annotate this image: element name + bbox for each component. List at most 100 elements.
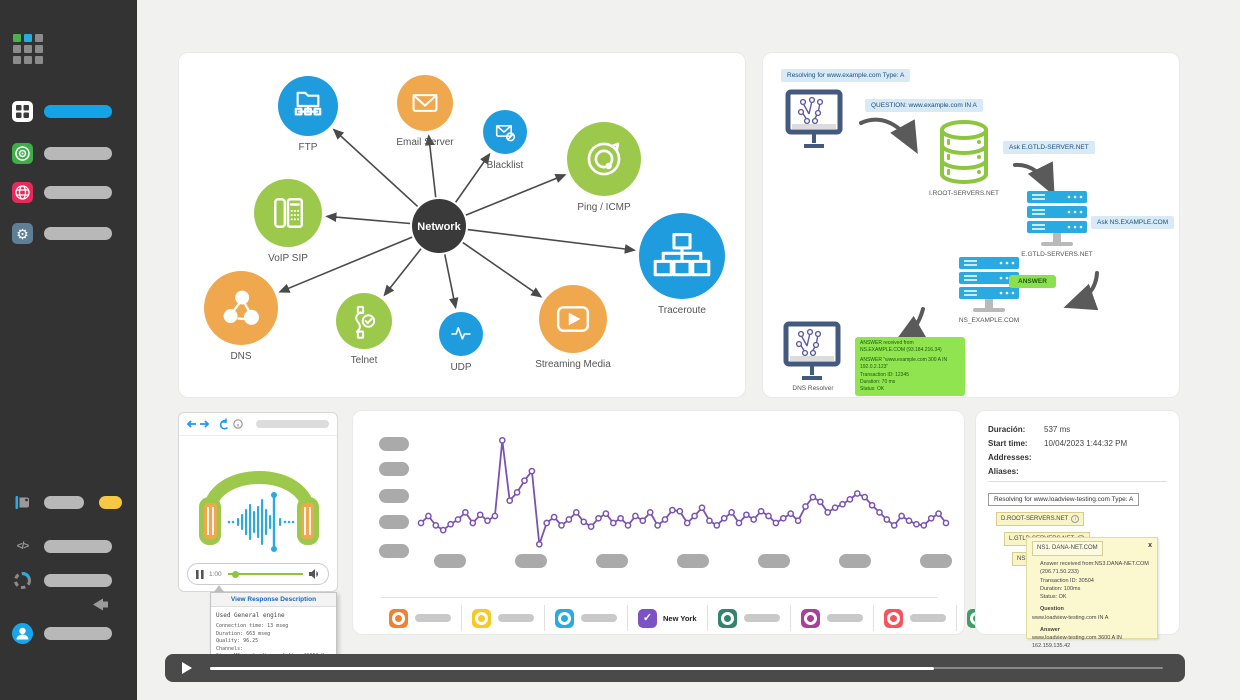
play-icon[interactable] <box>182 662 192 674</box>
sidebar-item[interactable] <box>12 143 112 164</box>
series-dot-icon[interactable] <box>472 608 491 628</box>
cable-icon <box>355 305 376 339</box>
sidebar-item[interactable] <box>12 182 112 203</box>
network-node-streaming-media[interactable]: Streaming Media <box>535 285 611 370</box>
network-node-telnet[interactable]: Telnet <box>336 293 392 366</box>
network-topology-graphic: FTP Email Server Blacklist Ping / ICMPTrace… <box>204 75 725 373</box>
app-logo-icon[interactable] <box>13 34 43 64</box>
progress-handle[interactable] <box>231 570 239 578</box>
timeline-player-bar[interactable] <box>165 654 1185 682</box>
logo-square <box>24 34 32 42</box>
play-video-icon <box>556 306 590 332</box>
close-icon[interactable]: x <box>1148 542 1152 549</box>
tooltip-anchor <box>214 585 224 592</box>
tag-icon[interactable] <box>12 492 33 513</box>
network-node-ping-icmp[interactable]: Ping / ICMP <box>567 122 641 213</box>
sidebar: ⚙ </> <box>0 0 137 700</box>
globe-icon[interactable] <box>12 182 33 203</box>
x-axis-label-placeholder <box>920 554 952 568</box>
resolving-chip: Resolving for www.example.com Type: A <box>781 69 911 82</box>
field-value: 10/04/2023 1:44:32 PM <box>1044 439 1128 448</box>
network-node-traceroute[interactable]: Traceroute <box>639 213 725 316</box>
user-icon[interactable] <box>12 623 33 644</box>
response-time-chart-panel: ✓New York <box>352 410 1029 635</box>
dns-detail-panel: Duración:537 ms Start time:10/04/2023 1:… <box>975 410 1180 649</box>
note-line: Duration: 100ms <box>1040 585 1081 592</box>
network-node-voip-sip[interactable]: VoIP SIP <box>254 179 322 264</box>
chart-legend: ✓New York <box>379 603 1029 633</box>
sidebar-item[interactable] <box>12 623 112 644</box>
forward-arrow-icon <box>200 420 210 428</box>
legend-item[interactable] <box>789 605 873 631</box>
sidebar-item[interactable]: </> <box>12 536 112 557</box>
checkbox-checked-icon[interactable]: ✓ <box>638 608 657 628</box>
url-bar[interactable] <box>256 420 329 428</box>
answer-line: Transaction ID: 12345 <box>860 371 910 378</box>
series-dot-icon[interactable] <box>800 608 820 628</box>
series-dot-icon[interactable] <box>717 608 737 628</box>
ns-server-label: NS_EXAMPLE.COM <box>958 317 1020 324</box>
info-icon[interactable]: i <box>1071 515 1080 523</box>
megaphone-icon[interactable] <box>90 594 111 615</box>
menu-label-placeholder <box>44 540 112 553</box>
spinner-icon[interactable] <box>12 570 33 591</box>
network-node-email-server[interactable]: Email Server <box>396 75 454 148</box>
menu-label-placeholder <box>44 574 112 587</box>
network-node-blacklist[interactable]: Blacklist <box>483 110 527 171</box>
series-dot-icon[interactable] <box>555 608 574 628</box>
answer-line: ANSWER "www.example.com 300 A IN 192.0.2… <box>860 357 948 371</box>
legend-item[interactable] <box>379 605 461 631</box>
logo-square <box>13 34 21 42</box>
tooltip-line: Quality: 96.25 <box>216 638 259 644</box>
dashboard-grid-icon[interactable] <box>12 101 33 122</box>
network-node-udp[interactable]: UDP <box>439 312 483 373</box>
y-axis-label-placeholder <box>379 489 409 503</box>
menu-label-placeholder <box>44 105 112 118</box>
sitemap-icon <box>653 233 711 277</box>
envelope-blocked-icon <box>495 124 516 142</box>
gtld-server-icon <box>1025 191 1089 254</box>
network-hub[interactable]: Network <box>412 199 466 253</box>
y-axis-label-placeholder <box>379 544 409 558</box>
sidebar-item[interactable]: ⚙ <box>12 223 112 244</box>
network-node-ftp[interactable]: FTP <box>278 76 338 153</box>
gear-icon[interactable]: ⚙ <box>12 223 33 244</box>
legend-item[interactable] <box>544 605 627 631</box>
legend-item[interactable] <box>872 605 956 631</box>
x-axis-label-placeholder <box>758 554 790 568</box>
legend-item[interactable] <box>706 605 790 631</box>
question-label: Question <box>1040 606 1064 613</box>
volume-icon[interactable] <box>309 569 320 579</box>
tooltip-line: Duration: 663 mseg <box>216 630 271 637</box>
x-axis-label-placeholder <box>596 554 628 568</box>
target-icon[interactable] <box>12 143 33 164</box>
network-node-dns[interactable]: DNS <box>204 271 278 362</box>
sidebar-item[interactable] <box>12 101 112 122</box>
node-label: Streaming Media <box>535 359 611 370</box>
pause-icon[interactable] <box>196 569 204 579</box>
back-arrow-icon <box>186 420 196 428</box>
field-label: Duración: <box>988 425 1026 434</box>
y-axis-label-placeholder <box>379 462 409 476</box>
series-dot-icon[interactable] <box>389 608 408 628</box>
sidebar-item[interactable] <box>12 570 112 591</box>
sidebar-item[interactable] <box>90 594 111 615</box>
y-axis-label-placeholder <box>379 437 409 451</box>
resolver-label: DNS Resolver <box>792 385 834 392</box>
legend-item-new-york[interactable]: ✓New York <box>627 605 707 631</box>
series-dot-icon[interactable] <box>883 608 903 628</box>
note-title-chip: NS1. DANA-NET.COM <box>1032 541 1103 556</box>
answer-label: Answer <box>1040 626 1060 633</box>
logo-square <box>24 56 32 64</box>
envelope-icon <box>412 94 438 112</box>
sidebar-item[interactable] <box>12 492 122 513</box>
note-line: Transaction ID: 30504 <box>1040 577 1094 584</box>
media-browser-window: 1:00 <box>178 412 338 592</box>
code-icon[interactable]: </> <box>16 541 30 552</box>
audio-progress[interactable] <box>227 570 303 578</box>
timeline-track[interactable] <box>210 666 1163 670</box>
playback-time: 1:00 <box>209 570 222 578</box>
legend-item[interactable] <box>461 605 544 631</box>
logo-square <box>35 56 43 64</box>
